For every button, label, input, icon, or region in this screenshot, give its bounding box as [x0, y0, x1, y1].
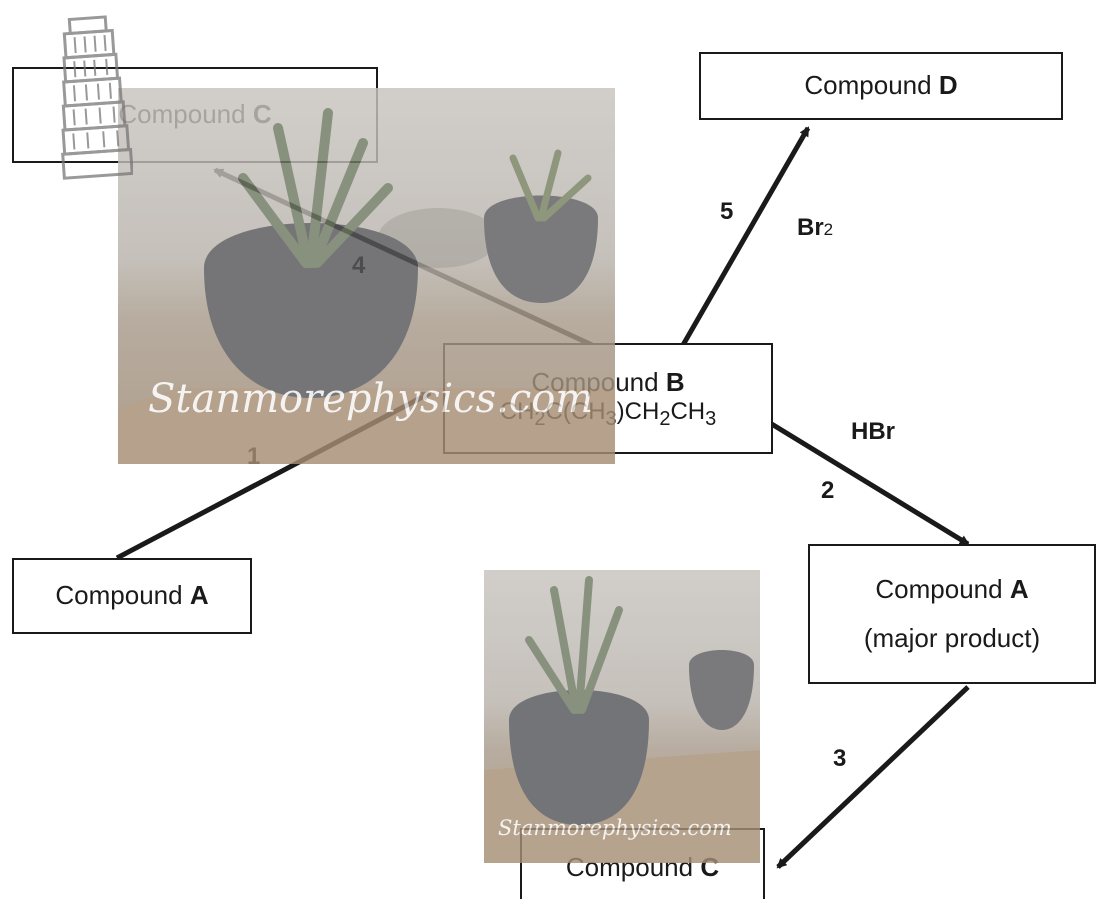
leaning-tower-logo-icon [61, 15, 133, 180]
compound-a-right-letter: A [1009, 573, 1029, 604]
compound-d-letter: D [938, 70, 958, 101]
compound-a-right-label: Compound A [875, 573, 1029, 604]
compound-a-right-note: (major product) [863, 623, 1041, 653]
step-label-2: 2 [821, 477, 835, 504]
arrow-step-5 [680, 126, 811, 347]
compound-b-label: Compound B [531, 366, 685, 397]
box-compound-d: Compound D [699, 52, 1063, 120]
arrow-step-3 [776, 685, 970, 869]
step-label-5: 5 [720, 198, 734, 225]
step-label-4: 4 [352, 252, 366, 279]
compound-c-bottom-label: Compound C [565, 851, 720, 882]
reagent-br2: Br2 [797, 214, 834, 241]
step-label-1: 1 [247, 443, 261, 470]
arrow-step-4 [213, 167, 594, 348]
compound-b-letter: B [665, 366, 685, 397]
box-compound-c-bottom: Compound C [520, 828, 765, 899]
compound-a-left-label: Compound A [55, 580, 209, 611]
step-label-3: 3 [833, 745, 847, 772]
compound-c-top-label: Compound C [118, 99, 272, 130]
compound-c-bottom-letter: C [700, 851, 720, 882]
compound-d-label: Compound D [804, 70, 958, 101]
box-compound-b: Compound B CH2C(CH3)CH2CH3 [443, 343, 773, 454]
compound-b-formula: CH2C(CH3)CH2CH3 [499, 397, 717, 430]
arrow-step-1 [115, 390, 432, 561]
box-compound-a-left: Compound A [12, 558, 252, 634]
compound-a-left-letter: A [189, 580, 209, 611]
box-compound-a-right: Compound A (major product) [808, 544, 1096, 684]
arrow-step-2 [768, 420, 970, 547]
reagent-hbr: HBr [851, 418, 896, 445]
compound-c-top-letter: C [252, 99, 272, 130]
